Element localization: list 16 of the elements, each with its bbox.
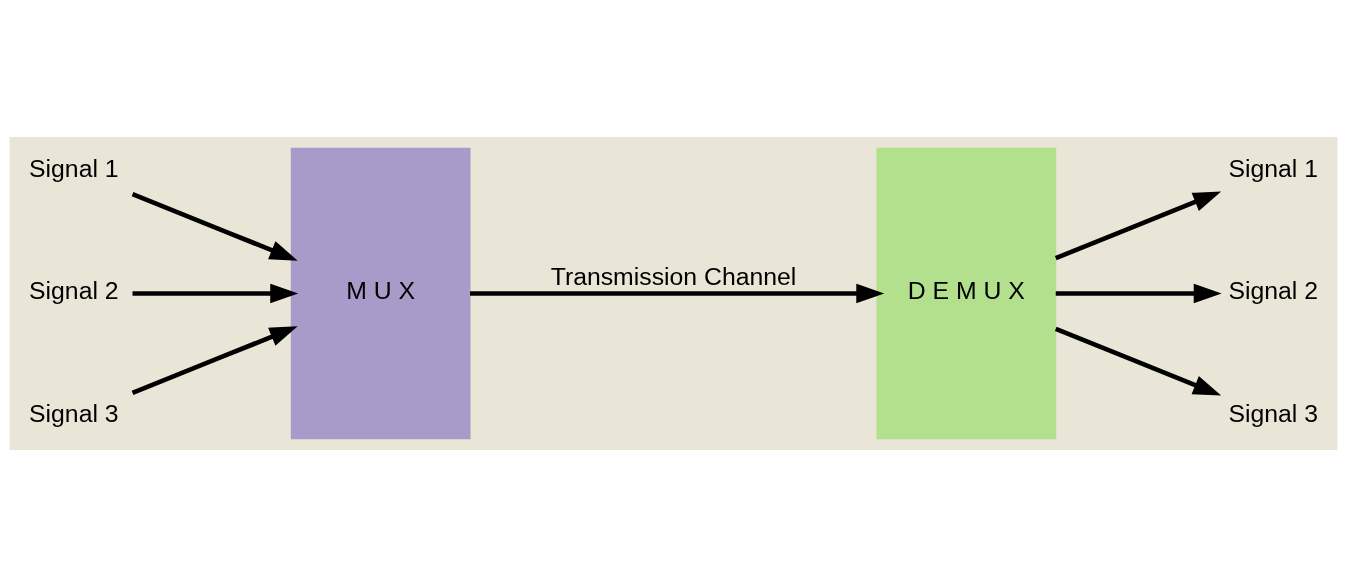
- node-text: Signal 2: [29, 276, 119, 304]
- edge-label: Transmission Channel: [550, 262, 797, 290]
- node-text: Signal 1: [29, 154, 119, 182]
- arrow: [470, 283, 885, 303]
- arrow: [132, 283, 299, 303]
- node-text: Signal 2: [1228, 276, 1318, 304]
- node-box: D E M U X: [876, 147, 1057, 439]
- arrow: [131, 191, 298, 261]
- arrow: [131, 325, 298, 395]
- arrow: [1055, 283, 1222, 303]
- node-text: Signal 3: [1228, 399, 1318, 427]
- node-text: Signal 1: [1228, 154, 1318, 182]
- node-box: M U X: [290, 147, 471, 439]
- node-text: Signal 3: [29, 399, 119, 427]
- arrow: [1054, 326, 1222, 396]
- arrow: [1054, 190, 1222, 260]
